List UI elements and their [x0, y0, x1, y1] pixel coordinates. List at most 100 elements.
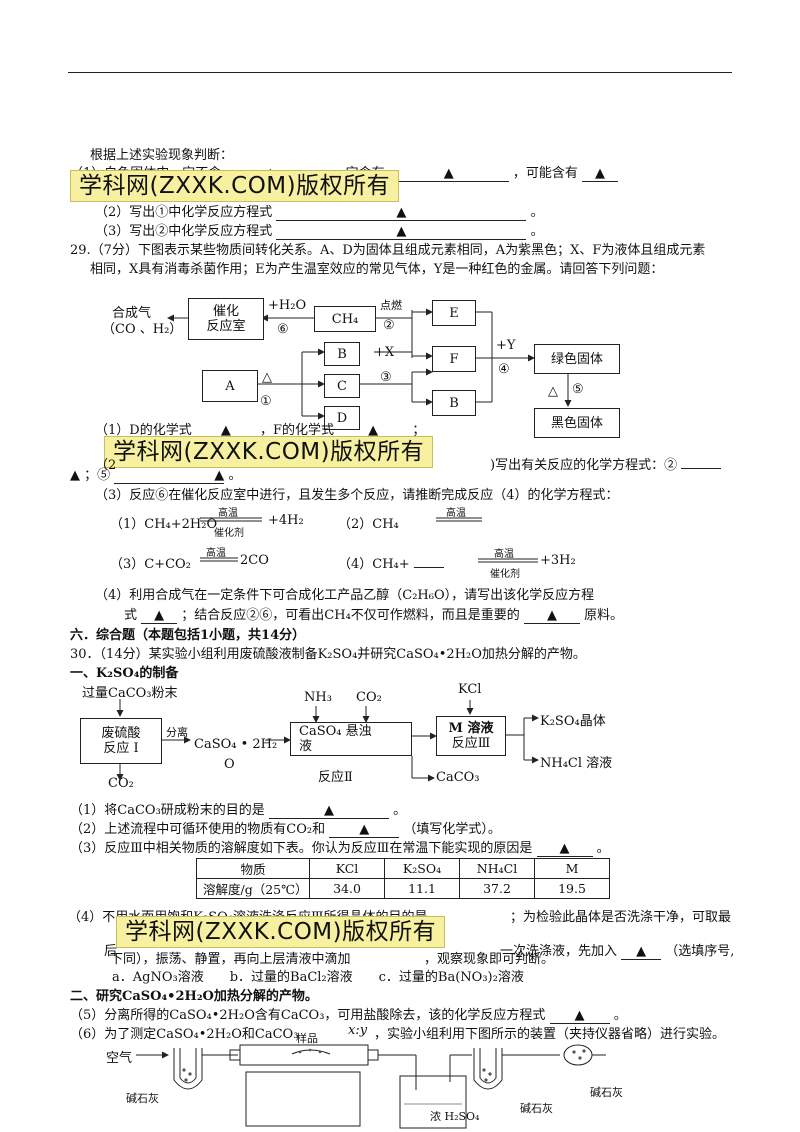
q29-p1: （1）D的化学式 ▲ ，F的化学式 ▲ ；	[95, 419, 425, 439]
flow-caco3-out: CaCO₃	[436, 770, 480, 785]
r4-formula: （4）CH₄+	[338, 557, 410, 572]
x-label: +X	[374, 345, 395, 360]
waste-acid-box: 废硫酸 反应 Ⅰ	[80, 718, 162, 764]
q28-line3: （3）写出②中化学反应方程式 ▲ 。	[95, 220, 544, 240]
m-label-2: 反应Ⅲ	[451, 736, 491, 751]
suspension-label-1: CaSO₄ 悬浊	[299, 724, 372, 739]
answer-blank[interactable]	[681, 468, 722, 469]
flow-co2-in: CO₂	[356, 690, 382, 705]
q29-stem2: 相同，X具有消毒杀菌作用；E为产生温室效应的常见气体，Y是一种红色的金属。请回答…	[90, 262, 664, 277]
table-cell: 19.5	[534, 878, 610, 899]
q29-p2c[interactable]: ▲	[70, 468, 80, 483]
table-cell: 物质	[196, 858, 310, 879]
apparatus-h2so4: 浓 H₂SO₄	[430, 1110, 480, 1123]
q29-p4a: （4）利用合成气在一定条件下可合成化工产品乙醇（C₂H₆O），请写出该化学反应方…	[95, 588, 595, 603]
answer-blank[interactable]: ▲	[276, 224, 527, 240]
q29-p1e: ；	[412, 423, 426, 438]
watermark: 学科网(ZXXK.COM)版权所有	[70, 170, 400, 202]
reactor-label-2: 反应室	[206, 319, 246, 334]
step-2: ②	[383, 318, 395, 333]
answer-blank[interactable]: ▲	[276, 205, 527, 221]
q30-q1a: （1）将CaCO₃研成粉末的目的是	[70, 803, 265, 818]
heat-label: △	[262, 370, 272, 385]
table-cell: NH₄Cl	[459, 858, 535, 879]
q29-p3: （3）反应⑥在催化反应室中进行，且发生多个反应，请推断完成反应（4）的化学方程式…	[95, 488, 619, 503]
q29-p1a: （1）D的化学式	[95, 423, 192, 438]
q30-q2: （2）上述流程中可循环使用的物质有CO₂和 ▲ （填写化学式）。	[70, 818, 501, 838]
apparatus-soda-lime-1: 碱石灰	[126, 1092, 159, 1105]
r3-right: 2CO	[240, 553, 269, 568]
apparatus-sample: 样品	[296, 1032, 318, 1045]
answer-blank[interactable]: ▲	[268, 803, 389, 819]
answer-blank[interactable]: ▲	[114, 468, 225, 484]
q29-p2: )写出有关反应的化学方程式：②	[490, 454, 722, 473]
answer-blank[interactable]: ▲	[536, 841, 593, 857]
flow-caso4-1: CaSO₄ • 2H₂	[194, 737, 278, 752]
step-6: ⑥	[277, 322, 289, 337]
q28-l2a: （2）写出①中化学反应方程式	[95, 205, 273, 220]
answer-blank[interactable]: ▲	[141, 608, 178, 624]
q29-p4f: 原料。	[584, 608, 624, 623]
answer-blank[interactable]: ▲	[582, 166, 619, 182]
d-box: D	[324, 406, 360, 430]
table-cell: KCl	[309, 858, 385, 879]
step-1: ①	[260, 394, 272, 409]
q29-p4-line2: 式 ▲ ；结合反应②⑥，可看出CH₄不仅可作燃料，而且是重要的 ▲ 原料。	[124, 604, 623, 624]
answer-blank[interactable]: ▲	[621, 944, 662, 960]
q30-q1: （1）将CaCO₃研成粉末的目的是 ▲ 。	[70, 799, 406, 819]
table-cell: 溶解度/g（25℃）	[196, 878, 310, 899]
q29-p4d: ；结合反应②⑥，可看出CH₄不仅可作燃料，而且是重要的	[181, 608, 520, 623]
answer-blank[interactable]: ▲	[329, 822, 400, 838]
table-cell: M	[534, 858, 610, 879]
flow-kcl: KCl	[458, 682, 482, 697]
answer-blank[interactable]: ▲	[549, 1008, 610, 1024]
flow-nh3: NH₃	[304, 690, 332, 705]
judge-line: 根据上述实验现象判断：	[90, 148, 234, 163]
q30-q3: （3）反应Ⅲ中相关物质的溶解度如下表。你认为反应Ⅲ在常温下能实现的原因是 ▲ 。	[70, 837, 610, 857]
r4-top: 高温	[494, 549, 514, 560]
f-box: F	[432, 346, 476, 372]
table-cell: 37.2	[459, 878, 535, 899]
answer-blank[interactable]: ▲	[388, 166, 509, 182]
step-3: ③	[380, 370, 392, 385]
answer-blank[interactable]	[413, 567, 444, 568]
flow-caco3: 过量CaCO₃粉末	[82, 686, 178, 701]
q29-p1c: ，F的化学式	[259, 423, 335, 438]
q28-l2c: 。	[530, 205, 544, 220]
r2-left: （2）CH₄	[338, 517, 399, 532]
waste-label-2: 反应 Ⅰ	[103, 741, 139, 756]
separate-label: 分离	[166, 726, 188, 739]
flow-k2so4: K₂SO₄晶体	[540, 714, 606, 729]
q30-part-b: 二、研究CaSO₄•2H₂O加热分解的产物。	[70, 989, 318, 1004]
q29-p2d: ；⑤	[84, 468, 111, 483]
r3-left: （3）C+CO₂	[110, 557, 191, 572]
answer-blank[interactable]: ▲	[523, 608, 580, 624]
q30-q3c: 。	[596, 841, 610, 856]
m-solution-box: M 溶液 反应Ⅲ	[436, 716, 506, 756]
q28-l3c: 。	[530, 224, 544, 239]
b-box: B	[324, 342, 360, 366]
q29-p2-cont: ▲ ；⑤ ▲ 。	[70, 464, 241, 484]
q30-q6a: （6）为了测定CaSO₄•2H₂O和CaCO₃	[70, 1027, 299, 1042]
r4-right: +3H₂	[540, 553, 576, 568]
b2-box: B	[432, 390, 476, 416]
r1-bottom: 催化剂	[214, 528, 244, 539]
q30-stem: 30．（14分）某实验小组利用废硫酸液制备K₂SO₄并研究CaSO₄•2H₂O加…	[70, 647, 586, 662]
ignite-label: 点燃	[380, 299, 402, 312]
syngas-label: 合成气	[112, 306, 152, 321]
apparatus-air: 空气	[106, 1051, 133, 1066]
table-row: 溶解度/g（25℃） 34.0 11.1 37.2 19.5	[196, 878, 610, 899]
solubility-table: 物质 KCl K₂SO₄ NH₄Cl M 溶解度/g（25℃） 34.0 11.…	[196, 858, 610, 899]
table-row: 物质 KCl K₂SO₄ NH₄Cl M	[196, 858, 610, 879]
suspension-box: CaSO₄ 悬浊 液	[290, 722, 412, 756]
q30-q4h: ，观察现象即可判断。	[424, 952, 555, 967]
apparatus-soda-lime-2: 碱石灰	[520, 1102, 553, 1115]
apparatus-soda-lime-3: 碱石灰	[590, 1086, 623, 1099]
q30-q5a: （5）分离所得的CaSO₄•2H₂O含有CaCO₃，可用盐酸除去，该的化学反应方…	[70, 1008, 546, 1023]
q28-l3a: （3）写出②中化学反应方程式	[95, 224, 273, 239]
header-rule	[68, 72, 732, 73]
q30-q6c: ，实验小组利用下图所示的装置（夹持仪器省略）进行实验。	[374, 1027, 726, 1042]
q30-options: a．AgNO₃溶液 b．过量的BaCl₂溶液 c．过量的Ba(NO₃)₂溶液	[112, 970, 524, 985]
table-cell: 11.1	[384, 878, 460, 899]
q30-q5c: 。	[613, 1008, 627, 1023]
